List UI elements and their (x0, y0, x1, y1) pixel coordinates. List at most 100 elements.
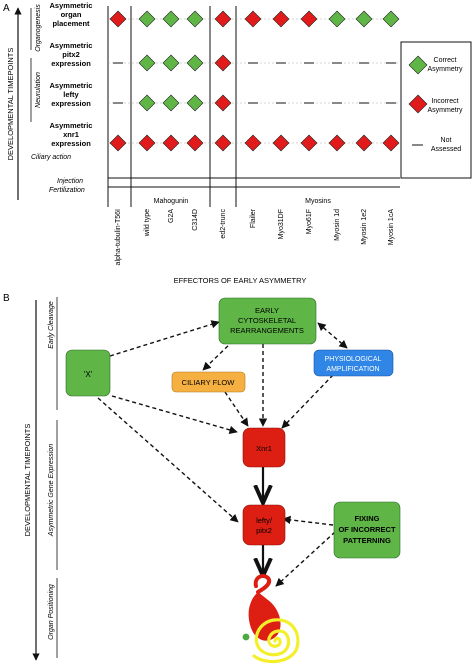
node-x[interactable] (65, 349, 111, 397)
edge-cytoskeletal-to-ciliary (202, 340, 234, 371)
node-x-label: 'X' (84, 370, 93, 379)
cell-incorrect-diamond (109, 134, 127, 152)
cell-correct-diamond (382, 10, 400, 28)
row-label-3-line1: xnr1 (63, 130, 79, 139)
cell-correct-diamond (328, 10, 346, 28)
heart-tube (253, 574, 272, 594)
heart-chamber (252, 600, 268, 620)
node-xnr1[interactable] (242, 427, 286, 468)
group-mahogunin: Mahogunin (154, 198, 189, 205)
cell-incorrect-diamond (300, 10, 318, 28)
stage-fertilization: Fertilization (49, 187, 85, 194)
column-label: Myo31DF (278, 209, 285, 239)
cell-correct-diamond (138, 94, 156, 112)
diagram-edges (97, 320, 348, 587)
node-fixing-line3: PATTERNING (343, 536, 391, 545)
node-fixing-line2: OF INCORRECT (338, 525, 396, 534)
cell-correct-diamond (138, 10, 156, 28)
cell-incorrect-diamond (109, 10, 127, 28)
node-cytoskeletal[interactable] (218, 297, 317, 345)
cell-incorrect-diamond (272, 134, 290, 152)
stage-ciliary-action: Ciliary action (31, 154, 71, 161)
cell-correct-diamond (186, 54, 204, 72)
row-label-1-line0: Asymmetric (50, 41, 93, 50)
group-myosins: Myosins (305, 198, 331, 205)
gut-bud (242, 633, 250, 641)
edge-x-to-lefty (97, 397, 239, 523)
row-label-1-line1: pitx2 (62, 50, 80, 59)
row-label-2-line1: lefty (63, 90, 79, 99)
cell-incorrect-diamond (214, 10, 232, 28)
row-label-0-line2: placement (52, 19, 90, 28)
edge-cytoskeletal-physiological (317, 322, 348, 349)
node-cytoskeletal-line3: REARRANGEMENTS (230, 326, 304, 335)
legend-incorrect-line2: Asymmetry (428, 107, 464, 114)
cell-incorrect-diamond (214, 134, 232, 152)
row-label-1-line2: expression (51, 59, 91, 68)
cell-correct-diamond (186, 10, 204, 28)
cell-incorrect-diamond (214, 94, 232, 112)
cell-incorrect-diamond (162, 134, 180, 152)
row-label-3-line0: Asymmetric (50, 121, 93, 130)
gut-spiral (252, 618, 300, 664)
node-ciliary-flow-label: CILIARY FLOW (182, 378, 236, 387)
cell-correct-diamond (162, 54, 180, 72)
row-label-2-line2: expression (51, 99, 91, 108)
row-label-0-line0: Asymmetric (50, 1, 93, 10)
node-xnr1-label: Xnr1 (256, 444, 272, 453)
panel-b-label: B (3, 293, 10, 304)
node-cytoskeletal-line2: CYTOSKELETAL (238, 316, 296, 325)
cell-incorrect-diamond (244, 10, 262, 28)
cell-incorrect-diamond (272, 10, 290, 28)
legend-correct-line1: Correct (434, 57, 457, 64)
panel-b-y-axis-label: DEVELOPMENTAL TIMEPOINTS (23, 424, 32, 537)
node-cytoskeletal-line1: EARLY (255, 306, 279, 315)
legend-not-assessed-line2: Assessed (431, 146, 461, 153)
stage-early-cleavage: Early Cleavage (48, 301, 55, 349)
column-label: Myosin 1d (334, 209, 341, 241)
cell-incorrect-diamond (138, 134, 156, 152)
edge-x-to-xnr1 (111, 395, 238, 434)
node-ciliary-flow[interactable] (171, 371, 246, 393)
cell-incorrect-diamond (355, 134, 373, 152)
cell-incorrect-diamond (300, 134, 318, 152)
node-lefty-pitx2-line2: pitx2 (256, 526, 272, 535)
legend: Correct Asymmetry Incorrect Asymmetry No… (400, 41, 472, 179)
stage-asymmetric-gene-expression: Asymmetric Gene Expression (48, 444, 55, 537)
organ-illustration (242, 574, 300, 664)
cell-correct-diamond (162, 94, 180, 112)
edge-fixing-to-lefty (282, 515, 334, 526)
cell-correct-diamond (138, 54, 156, 72)
node-fixing[interactable] (333, 501, 401, 559)
column-label: ed2-trunc (220, 209, 227, 239)
column-label: Flailer (250, 208, 257, 228)
edge-x-to-cytoskeletal (109, 320, 220, 357)
stage-organ-positioning: Organ Positioning (48, 584, 55, 640)
edge-physiological-to-xnr1 (281, 374, 334, 429)
cell-incorrect-diamond (186, 134, 204, 152)
cell-incorrect-diamond (382, 134, 400, 152)
panel-a-label: A (3, 3, 10, 14)
node-lefty-pitx2-line1: lefty/ (256, 516, 273, 525)
node-physiological[interactable] (313, 349, 394, 377)
panel-a-y-axis-label: DEVELOPMENTAL TIMEPOINTS (6, 48, 15, 161)
cell-correct-diamond (186, 94, 204, 112)
stage-organogenesis: Organogenesis (35, 4, 42, 52)
column-label: G2A (168, 209, 175, 223)
row-label-0-line1: organ (61, 10, 82, 19)
legend-incorrect-line1: Incorrect (431, 98, 458, 105)
legend-incorrect-diamond (408, 94, 428, 114)
edge-ciliary-to-xnr1 (224, 391, 249, 427)
cell-correct-diamond (355, 10, 373, 28)
node-lefty-pitx2[interactable] (242, 504, 286, 546)
cell-incorrect-diamond (328, 134, 346, 152)
row-label-2-line0: Asymmetric (50, 81, 93, 90)
node-physiological-line2: AMPLIFICATION (326, 366, 379, 373)
cell-incorrect-diamond (244, 134, 262, 152)
row-label-3-line2: expression (51, 139, 91, 148)
node-fixing-line1: FIXING (354, 514, 379, 523)
column-label: Myosin 1e2 (361, 209, 368, 245)
node-physiological-line1: PHYSIOLOGICAL (325, 356, 382, 363)
column-label: wild type (144, 209, 151, 237)
